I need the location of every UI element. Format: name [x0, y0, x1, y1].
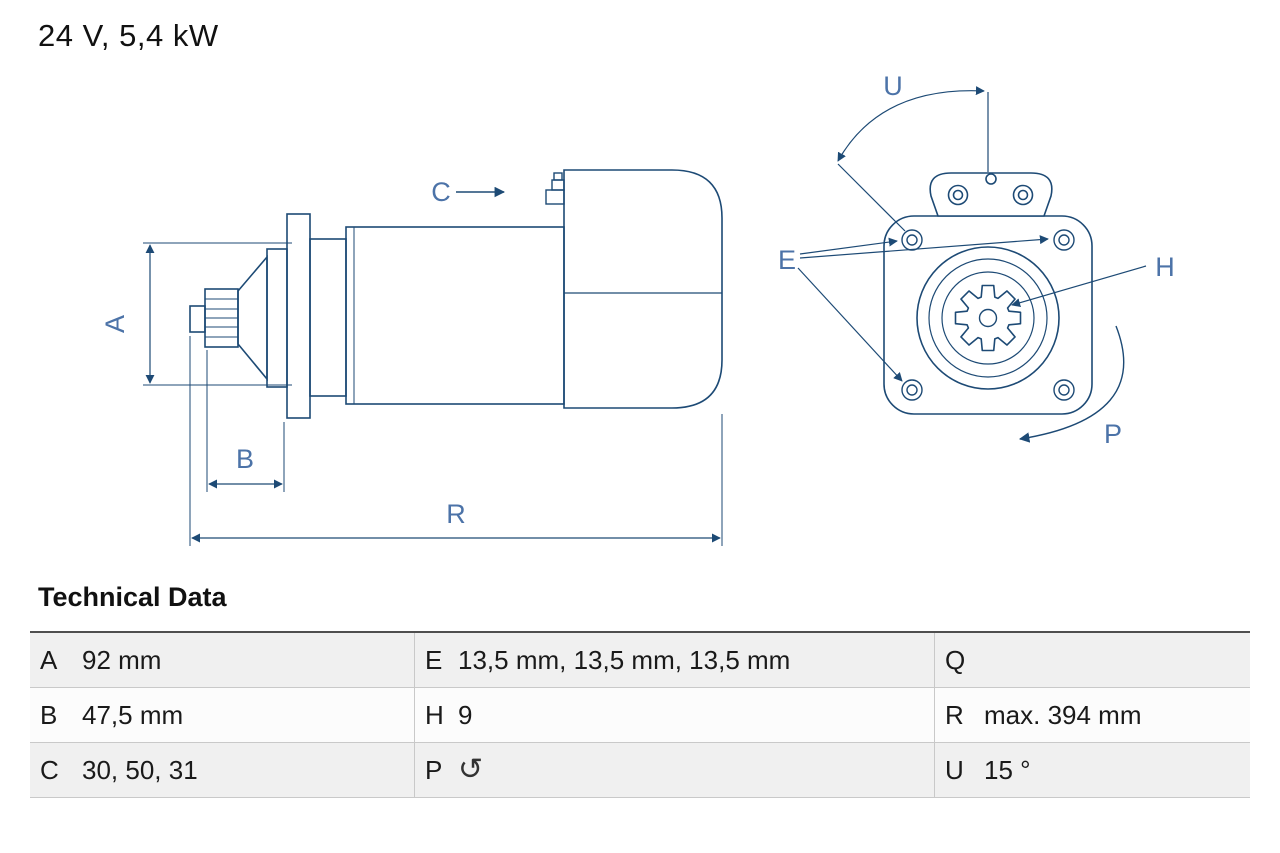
param-value-R: max. 394 mm: [984, 699, 1142, 730]
param-key-R: R: [934, 688, 976, 742]
label-R: R: [446, 499, 466, 529]
pinion-gear-front: [954, 284, 1022, 352]
shaft-center-hole: [978, 308, 998, 328]
top-bracket: [929, 172, 1053, 217]
terminal-stud: [545, 172, 565, 205]
callout-H-arrow: [1011, 265, 1147, 308]
label-B: B: [236, 444, 254, 474]
dimension-A: [143, 242, 292, 386]
shaft-stub: [189, 305, 206, 333]
callout-E: [797, 235, 1049, 382]
param-key-Q: Q: [934, 633, 976, 687]
technical-data-table: A 92 mm E 13,5 mm, 13,5 mm, 13,5 mm Q B …: [30, 631, 1250, 798]
rotation-ccw-icon: ↺: [458, 753, 484, 786]
label-P: P: [1104, 419, 1122, 449]
param-value-E: 13,5 mm, 13,5 mm, 13,5 mm: [458, 644, 791, 675]
table-heading: Technical Data: [38, 582, 227, 612]
table-row: B 47,5 mm H 9 R max. 394 mm: [30, 688, 1250, 743]
neck-section: [309, 238, 347, 397]
param-value-H: 9: [458, 699, 473, 730]
end-housing: [563, 169, 723, 409]
label-E: E: [778, 245, 796, 275]
technical-drawing: A B R C: [100, 71, 1175, 546]
motor-body: [345, 226, 565, 405]
param-key-C: C: [40, 754, 59, 785]
side-view: [189, 169, 723, 419]
param-key-P: P: [414, 743, 450, 797]
label-H: H: [1155, 252, 1175, 282]
page-title: 24 V, 5,4 kW: [38, 18, 219, 53]
front-view: [883, 172, 1093, 415]
angle-U: [837, 86, 989, 232]
drive-housing-cone: [237, 254, 268, 382]
rotation-arc-P: [1018, 325, 1125, 443]
param-value-C: 30, 50, 31: [82, 754, 198, 785]
param-value-U: 15 °: [984, 754, 1031, 785]
param-key-B: B: [40, 699, 58, 730]
param-key-E: E: [414, 633, 450, 687]
label-C: C: [431, 177, 451, 207]
param-key-U: U: [934, 743, 976, 797]
pinion-gear-side: [204, 288, 239, 348]
front-housing: [883, 215, 1093, 415]
bracket-top-hole: [985, 173, 997, 185]
mounting-flange: [286, 213, 311, 419]
dimension-B: [206, 350, 285, 492]
mounting-holes: [901, 229, 1075, 401]
drive-housing-step: [266, 248, 288, 388]
param-key-H: H: [414, 688, 450, 742]
label-A: A: [100, 315, 130, 333]
param-value-B: 47,5 mm: [82, 699, 184, 730]
param-key-A: A: [40, 644, 58, 675]
dimension-R: [189, 336, 723, 546]
param-value-Q: [976, 633, 1250, 687]
table-row: C 30, 50, 31 P ↺ U 15 °: [30, 743, 1250, 798]
param-value-A: 92 mm: [82, 644, 162, 675]
table-row: A 92 mm E 13,5 mm, 13,5 mm, 13,5 mm Q: [30, 633, 1250, 688]
label-U: U: [883, 71, 903, 101]
